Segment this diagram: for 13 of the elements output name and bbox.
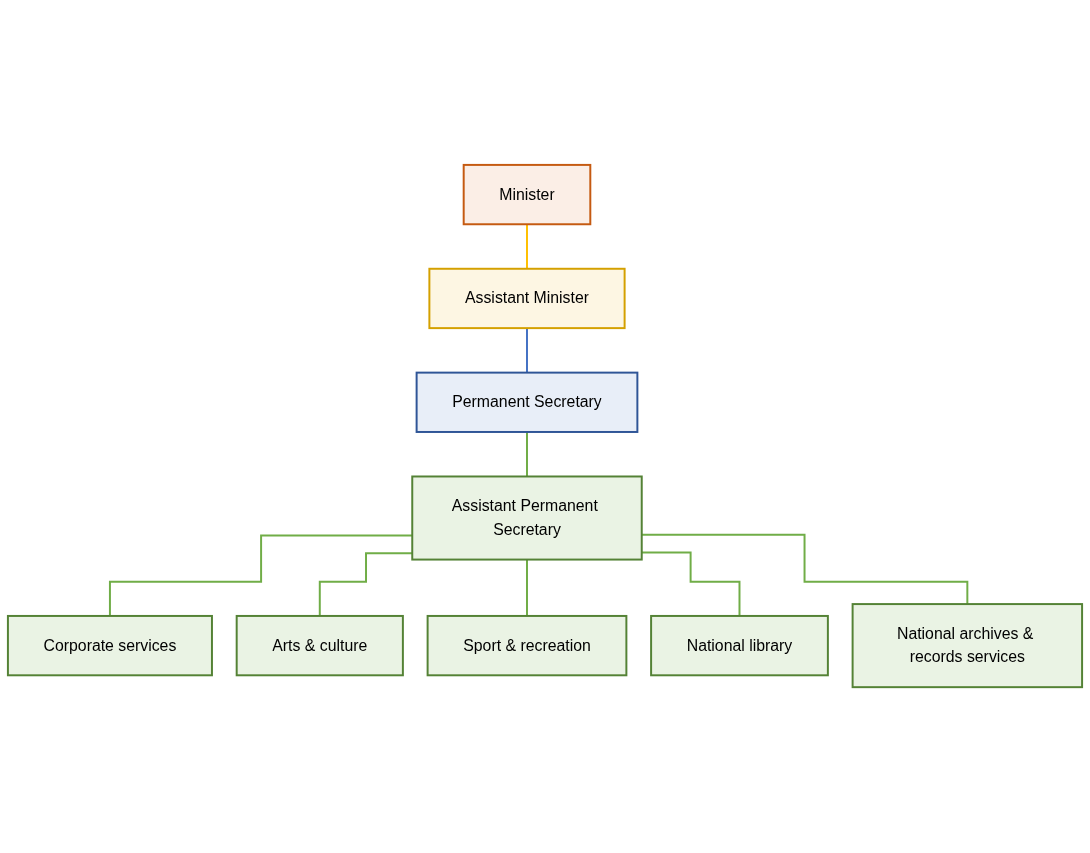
node-box: Minister bbox=[462, 164, 592, 226]
node-box: Assistant Permanent Secretary bbox=[411, 475, 643, 561]
node-box: Sport & recreation bbox=[426, 615, 628, 677]
connector bbox=[526, 431, 528, 478]
node-box: National library bbox=[650, 615, 829, 677]
connector bbox=[526, 223, 528, 271]
node-box: Assistant Minister bbox=[428, 268, 626, 330]
node-box: Corporate services bbox=[6, 615, 213, 677]
connector bbox=[526, 327, 528, 375]
connector bbox=[526, 559, 528, 618]
node-box: Arts & culture bbox=[235, 615, 404, 677]
node-box: Permanent Secretary bbox=[415, 372, 639, 434]
node-box: National archives & records services bbox=[851, 603, 1084, 689]
